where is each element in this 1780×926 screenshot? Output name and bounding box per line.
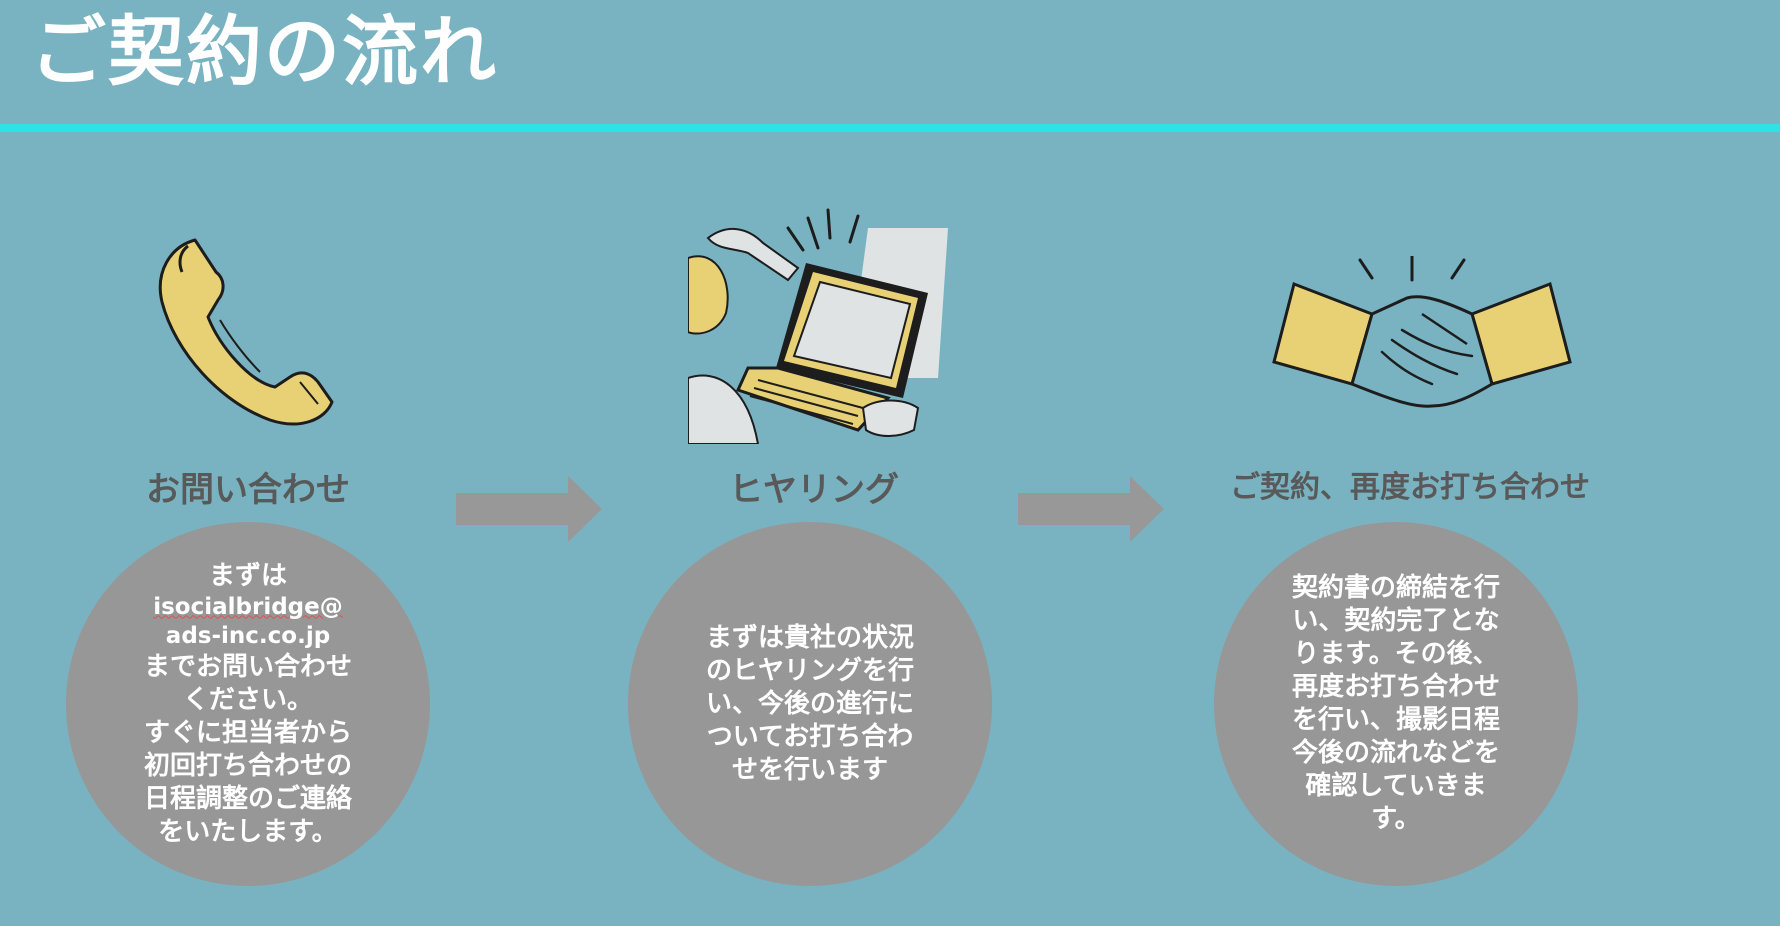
description-line: 確認していきま: [1305, 771, 1487, 801]
contact-email-domain: ads-inc.co.jp: [165, 622, 331, 649]
arrow-right-icon: [456, 476, 602, 542]
step-title-hearing: ヒヤリング: [729, 470, 899, 510]
description-line: を行い、撮影日程: [1291, 705, 1500, 735]
description-line: ついてお打ち合わ: [706, 721, 914, 752]
description-line: 日程調整のご連絡: [143, 783, 352, 814]
phone-icon: [158, 238, 334, 426]
handshake-icon: [1272, 256, 1572, 408]
description-line: のヒヤリングを行: [705, 655, 914, 686]
description-line: まずは: [208, 560, 287, 591]
step-title-contract: ご契約、再度お打ち合わせ: [1230, 470, 1590, 505]
arrow-right-icon: [1018, 476, 1164, 542]
description-line: せを行います: [731, 754, 888, 785]
header-divider: [0, 124, 1780, 132]
description-line: 初回打ち合わせの: [143, 750, 352, 781]
step-description-hearing: まずは貴社の状況 のヒヤリングを行 い、今後の進行に ついてお打ち合わ せを行い…: [628, 522, 992, 886]
description-line: い、今後の進行に: [705, 688, 914, 719]
step-description-contract: 契約書の締結を行 い、契約完了とな ります。その後、 再度お打ち合わせ を行い、…: [1214, 522, 1578, 886]
laptop-meeting-icon: [688, 208, 948, 444]
description-line: ください。: [182, 684, 313, 715]
description-line: 今後の流れなどを: [1291, 738, 1500, 768]
description-line: をいたします。: [158, 816, 338, 847]
step-description-inquiry: まずは isocialbridge@ ads-inc.co.jp までお問い合わ…: [66, 522, 430, 886]
contact-email-link[interactable]: isocialbridge@: [153, 593, 343, 620]
page-title: ご契約の流れ: [30, 7, 498, 96]
description-line: まずは貴社の状況: [705, 622, 914, 653]
description-line: ります。その後、: [1293, 639, 1499, 669]
description-line: までお問い合わせ: [143, 651, 352, 682]
description-line: 契約書の締結を行: [1291, 573, 1500, 603]
description-line: すぐに担当者から: [143, 717, 352, 748]
description-line: す。: [1371, 804, 1421, 834]
description-line: 再度お打ち合わせ: [1291, 672, 1500, 702]
description-line: い、契約完了とな: [1292, 606, 1500, 636]
step-title-inquiry: お問い合わせ: [146, 470, 350, 510]
